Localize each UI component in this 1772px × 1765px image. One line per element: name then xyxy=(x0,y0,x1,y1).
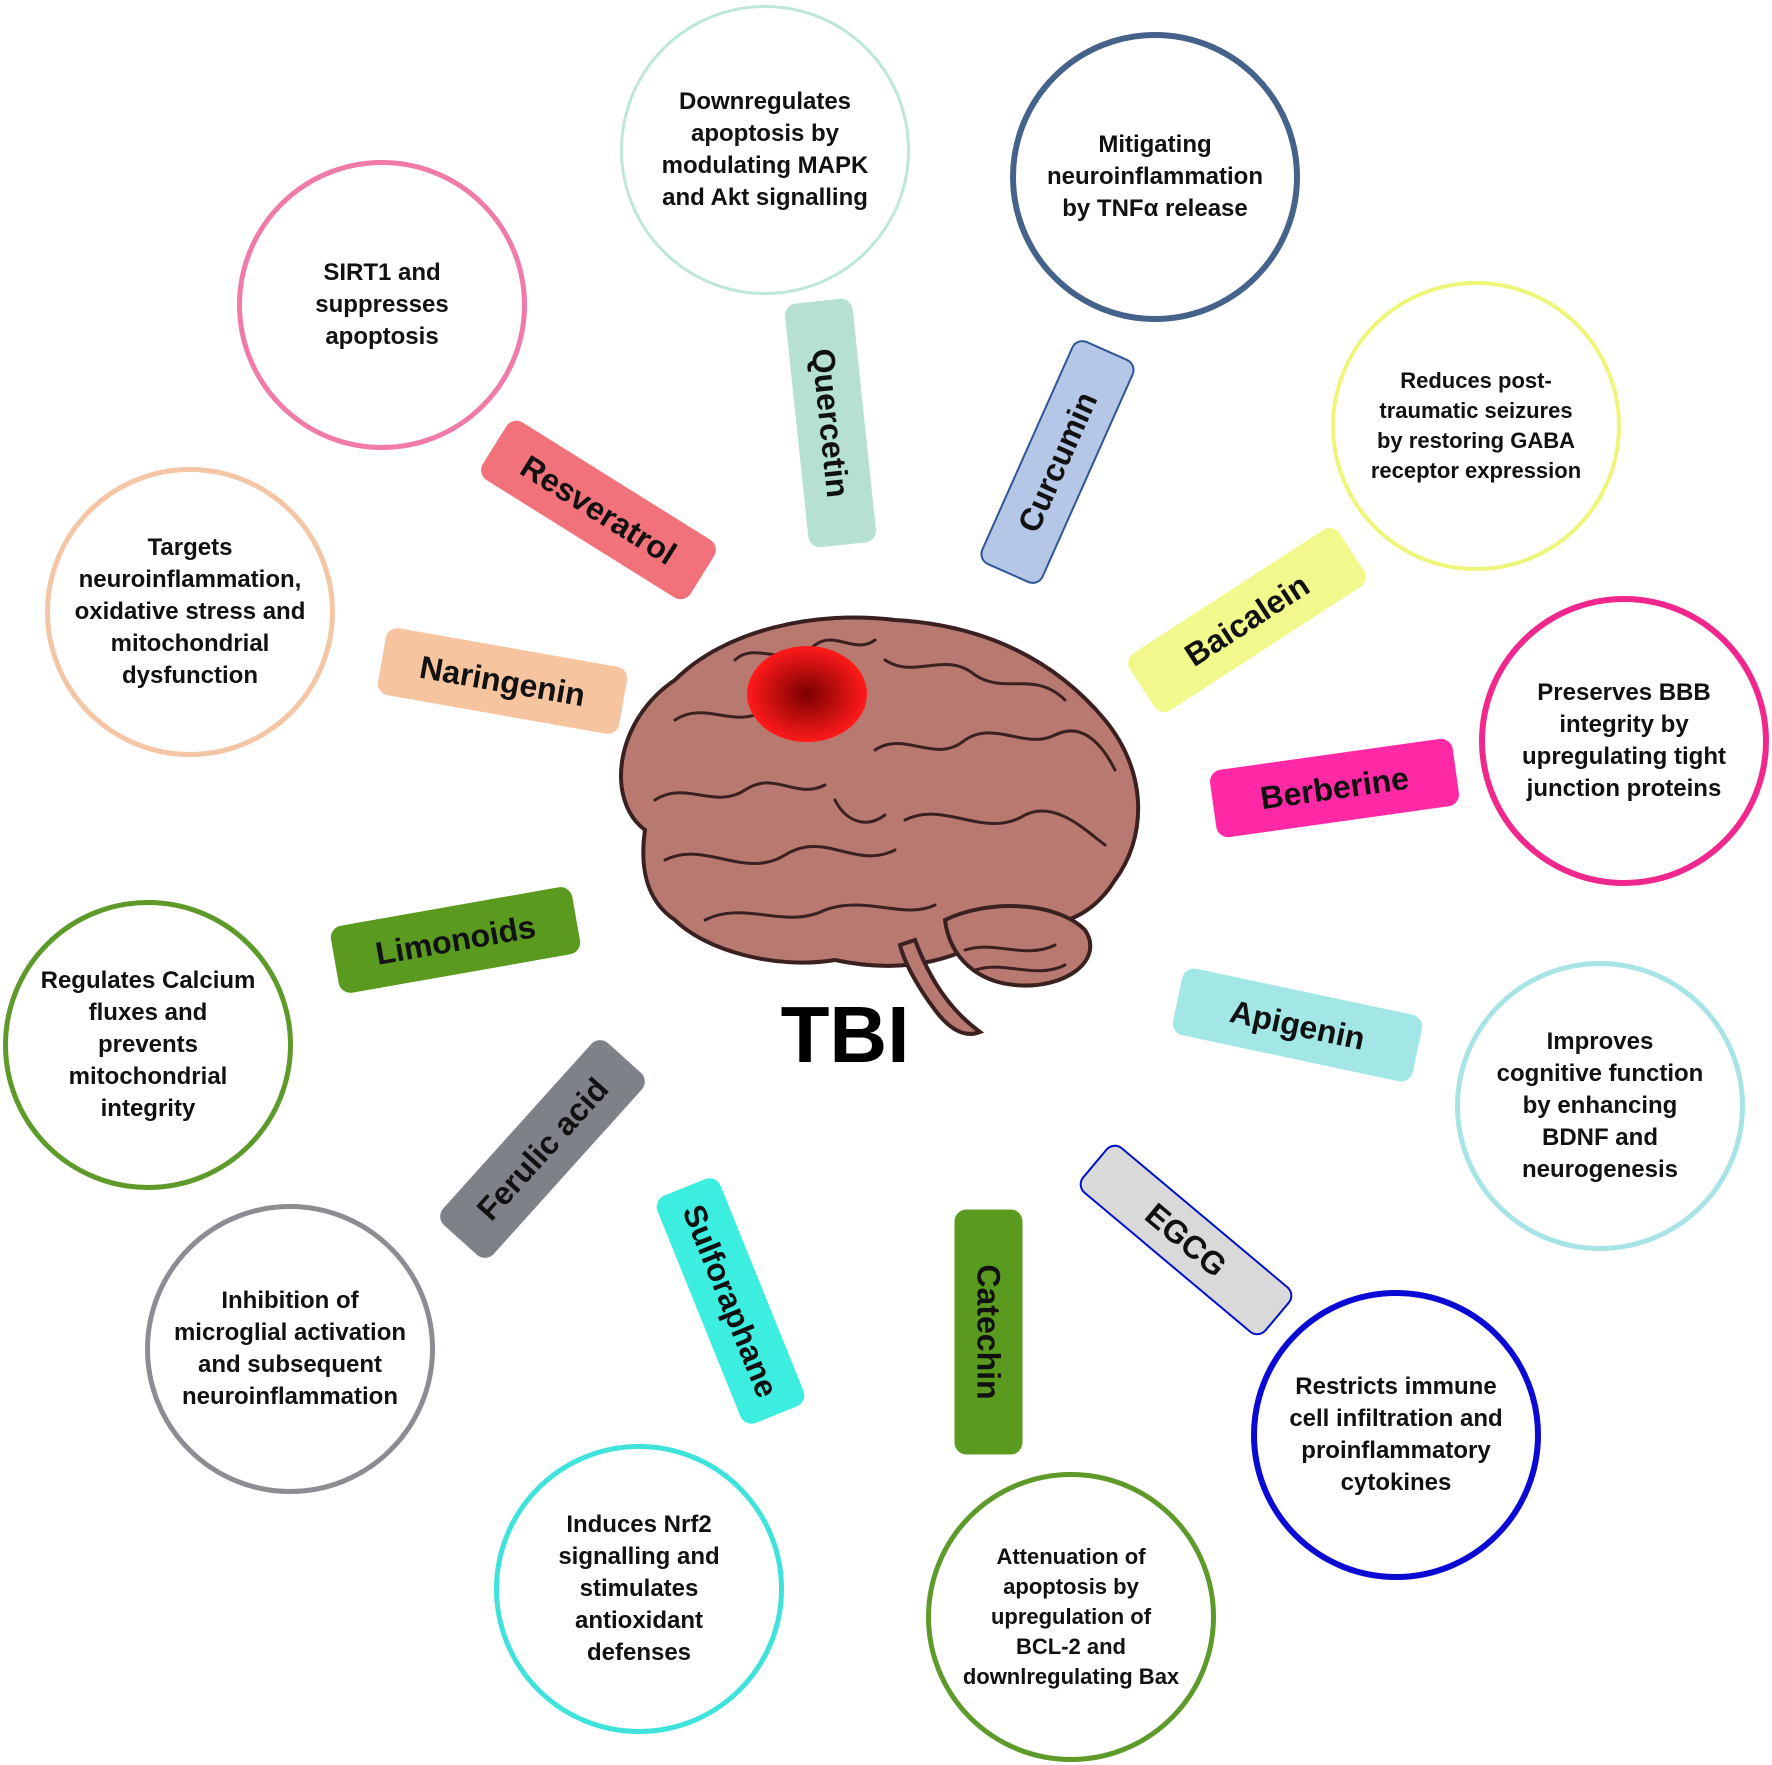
effect-description: Inhibition of microglial activation and … xyxy=(173,1287,407,1410)
effect-description: Targets neuroinflammation, oxidative str… xyxy=(74,534,306,689)
center-label: TBI xyxy=(780,990,910,1079)
effect-circle-berberine: Preserves BBB integrity by upregulating … xyxy=(1479,596,1769,886)
effect-description: Restricts immune cell infiltration and p… xyxy=(1289,1373,1503,1496)
effect-description: Reduces post- traumatic seizures by rest… xyxy=(1370,368,1582,483)
compound-name: Baicalein xyxy=(1177,566,1316,673)
brain-gyrus-line xyxy=(833,798,887,824)
brain-gyrus-line xyxy=(663,844,897,865)
effect-circle-quercetin: Downregulates apoptosis by modulating MA… xyxy=(620,5,910,295)
brain-gyrus-line xyxy=(973,963,1067,973)
injury-site xyxy=(747,646,867,742)
brain-illustration xyxy=(619,615,1141,1036)
effect-description: Improves cognitive function by enhancing… xyxy=(1496,1028,1704,1183)
effect-circle-limonoids: Regulates Calcium fluxes and prevents mi… xyxy=(3,900,293,1190)
compound-name: Berberine xyxy=(1257,759,1411,816)
brain-cerebellum xyxy=(942,904,1093,988)
effect-description: Induces Nrf2 signalling and stimulates a… xyxy=(558,1511,720,1666)
compound-name: Catechin xyxy=(970,1264,1007,1400)
brain-gyrus-line xyxy=(653,781,827,802)
effect-description: Regulates Calcium fluxes and prevents mi… xyxy=(40,967,256,1122)
compound-label-berberine: Berberine xyxy=(1207,737,1461,839)
brain-stem xyxy=(897,937,985,1036)
compound-name: EGCG xyxy=(1138,1195,1234,1284)
brain-gyrus-line xyxy=(733,638,877,662)
effect-circle-resveratrol: SIRT1 and suppresses apoptosis xyxy=(237,160,527,450)
compound-label-ferulic-acid: Ferulic acid xyxy=(434,1035,650,1263)
effect-description: Attenuation of apoptosis by upregulation… xyxy=(962,1544,1180,1689)
compound-name: Resveratrol xyxy=(514,447,683,572)
brain-gyrus-line xyxy=(883,658,1067,702)
effect-circle-apigenin: Improves cognitive function by enhancing… xyxy=(1455,961,1745,1251)
compound-label-sulforaphane: Sulforaphane xyxy=(652,1174,808,1428)
effect-description: SIRT1 and suppresses apoptosis xyxy=(315,259,449,350)
effect-description: Preserves BBB integrity by upregulating … xyxy=(1522,679,1726,802)
compound-name: Ferulic acid xyxy=(468,1070,615,1227)
effect-description: Downregulates apoptosis by modulating MA… xyxy=(661,88,869,211)
effect-circle-baicalein: Reduces post- traumatic seizures by rest… xyxy=(1331,281,1621,571)
compound-label-apigenin: Apigenin xyxy=(1170,966,1424,1084)
compound-label-limonoids: Limonoids xyxy=(328,885,582,995)
effect-circle-ferulic-acid: Inhibition of microglial activation and … xyxy=(145,1204,435,1494)
brain-gyrus-line xyxy=(873,729,1117,772)
effect-circle-egcg: Restricts immune cell infiltration and p… xyxy=(1251,1290,1541,1580)
compound-name: Limonoids xyxy=(372,907,538,972)
compound-label-curcumin: Curcumin xyxy=(976,336,1138,588)
compound-label-catechin: Catechin xyxy=(954,1209,1022,1455)
brain-gyrus-line xyxy=(703,903,937,922)
effect-circle-curcumin: Mitigating neuroinflammation by TNFα rel… xyxy=(1010,32,1300,322)
compound-name: Sulforaphane xyxy=(675,1199,786,1403)
compound-name: Naringenin xyxy=(416,648,588,713)
effect-circle-naringenin: Targets neuroinflammation, oxidative str… xyxy=(45,467,335,757)
compound-name: Quercetin xyxy=(804,346,857,500)
effect-circle-catechin: Attenuation of apoptosis by upregulation… xyxy=(926,1472,1216,1762)
effect-description: Mitigating neuroinflammation by TNFα rel… xyxy=(1046,131,1263,222)
compound-name: Apigenin xyxy=(1226,992,1368,1057)
compound-label-egcg: EGCG xyxy=(1074,1139,1298,1341)
compound-label-resveratrol: Resveratrol xyxy=(476,416,720,604)
compound-name: Curcumin xyxy=(1009,386,1104,538)
brain-gyrus-line xyxy=(963,943,1057,953)
brain-gyrus-line xyxy=(903,809,1107,847)
compound-label-quercetin: Quercetin xyxy=(783,297,877,549)
effect-circle-sulforaphane: Induces Nrf2 signalling and stimulates a… xyxy=(494,1444,784,1734)
